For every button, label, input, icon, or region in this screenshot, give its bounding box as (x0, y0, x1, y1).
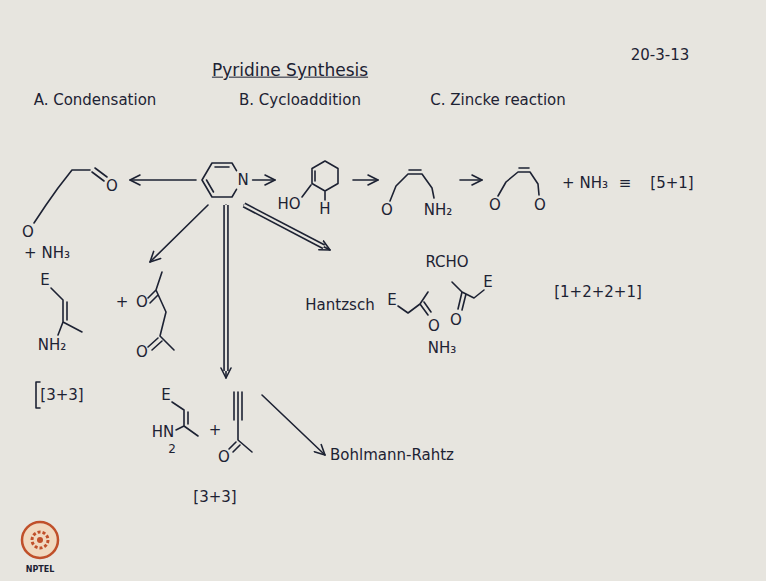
atom-label: O (450, 312, 462, 329)
retro-arrow (253, 180, 275, 181)
arrow-shaft (150, 205, 208, 262)
retro-arrow (262, 395, 325, 455)
method-name: Bohlmann-Rahtz (325, 440, 459, 470)
atom-label: E (40, 272, 49, 289)
atom-label: O (136, 344, 148, 361)
disconnection-type: [3+3] (193, 489, 236, 506)
atom-label: NH₃ (428, 340, 457, 357)
logo-text: NPTEL (26, 566, 55, 575)
atom-label: O (136, 294, 148, 311)
amino-enal-chain (390, 170, 434, 201)
atom-label: + (116, 294, 129, 311)
ring-opened-chain: O NH₂ (378, 155, 460, 230)
logo-gear (32, 532, 48, 548)
atom-label: HN (152, 424, 175, 441)
atom-label: E (483, 274, 492, 291)
arrow-shaft (130, 179, 196, 181)
disconnection-type: [3+3] (40, 387, 83, 404)
disconnection-type: [1+2+2+1] (554, 284, 642, 301)
dicarbonyl-chain (34, 168, 107, 223)
logo-hub (37, 537, 43, 543)
retro-arrow (150, 205, 208, 262)
arrow-shaft (253, 179, 275, 181)
logo-ring (22, 522, 58, 558)
atom-label: O (428, 318, 440, 335)
arrow-rail (223, 205, 229, 371)
bracket-line (36, 382, 40, 408)
atom-label: RCHO (425, 254, 468, 271)
retro-arrow (226, 205, 227, 378)
name-label: Bohlmann-Rahtz (330, 447, 454, 464)
disconnection-type: [5+1] (650, 175, 693, 192)
atom-label: N (237, 172, 248, 189)
enamine-ynone-pair: E HN 2 + O (150, 378, 262, 470)
atom-label: + NH₃ (562, 175, 608, 192)
dicarbonyl-precursor: O O + NH₃ (15, 150, 130, 268)
arrow-shaft (225, 205, 227, 378)
ynone-structure (229, 392, 252, 452)
page-title: Pyridine Synthesis (212, 61, 368, 80)
method-heading: B. Cycloaddition (239, 92, 361, 109)
atom-label: O (381, 202, 393, 219)
atom-label: + (209, 422, 222, 439)
dialdehyde-precursor: O O + NH₃ (482, 155, 612, 225)
diketone-structure (148, 272, 174, 350)
atom-label: + NH₃ (24, 245, 70, 262)
atom-label: NH₂ (38, 337, 67, 354)
atom-label: O (534, 197, 546, 214)
dihydropyridine-ring (302, 161, 338, 200)
atom-label: NH₂ (424, 202, 453, 219)
hantzsch-components: Hantzsch E O RCHO E O NH₃ (300, 250, 505, 362)
dialdehyde-chain (498, 168, 539, 196)
ketoester-structure (452, 282, 484, 310)
enamine-diketone-pair: E NH₂ + O O (25, 262, 180, 367)
enamine-structure (51, 288, 82, 335)
atom-label: 2 (168, 443, 176, 456)
method-heading: A. Condensation (34, 92, 157, 109)
name-label: Hantzsch (305, 297, 374, 314)
date: 20-3-13 (631, 47, 690, 64)
arrow-shaft (353, 179, 378, 181)
retro-arrow (353, 180, 378, 181)
atom-label: O (489, 197, 501, 214)
arrow-shaft (460, 179, 482, 181)
method-heading: C. Zincke reaction (430, 92, 566, 109)
atom-label: O (218, 449, 230, 466)
atom-label: H (319, 201, 330, 218)
pyridine-ring (202, 163, 237, 197)
atom-label: E (387, 292, 396, 309)
atom-label: O (22, 224, 34, 241)
atom-label: O (106, 178, 118, 195)
enamine-structure (172, 402, 198, 436)
retro-arrow (130, 180, 196, 181)
ketoester-structure (398, 292, 431, 315)
arrow-shaft (262, 395, 325, 455)
pyridine-ring: N (196, 155, 253, 205)
retro-arrow (460, 180, 482, 181)
atom-label: E (161, 387, 170, 404)
atom-label: HO (277, 196, 300, 213)
zincke-intermediate: HO H (275, 155, 353, 230)
equivalence-sign: ≡ (619, 175, 632, 192)
nptel-logo (22, 522, 58, 558)
arrow-gap (225, 205, 227, 371)
